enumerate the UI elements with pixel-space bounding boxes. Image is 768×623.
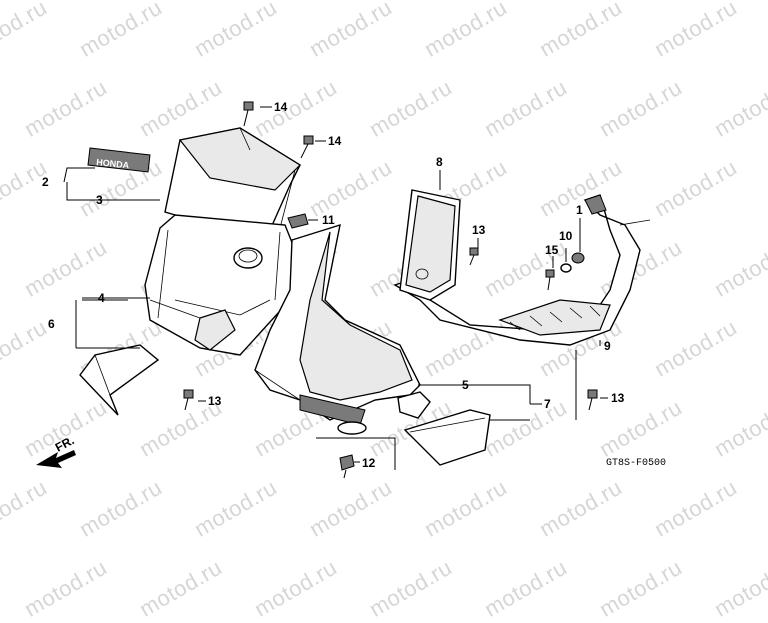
callout-2: 2 bbox=[42, 175, 49, 189]
callout-4: 4 bbox=[98, 291, 105, 305]
callout-14-second: 14 bbox=[328, 134, 342, 148]
leader-lines bbox=[63, 106, 608, 470]
bolt-14-top bbox=[243, 101, 254, 127]
bolt-13-left bbox=[183, 389, 194, 411]
emblem-label: HONDA bbox=[96, 157, 130, 170]
callout-13-mid: 13 bbox=[472, 223, 486, 237]
callout-labels: 14 14 2 3 11 4 6 13 8 13 15 10 1 9 5 7 1… bbox=[42, 100, 625, 470]
panel-eight bbox=[399, 189, 461, 301]
honda-emblem: HONDA bbox=[87, 147, 151, 173]
callout-8: 8 bbox=[436, 155, 443, 169]
parts-diagram: HONDA bbox=[36, 100, 666, 479]
callout-1: 1 bbox=[576, 203, 583, 217]
callout-5: 5 bbox=[462, 378, 469, 392]
callout-7: 7 bbox=[544, 397, 551, 411]
callout-6: 6 bbox=[48, 317, 55, 331]
callout-9: 9 bbox=[604, 339, 611, 353]
front-direction-arrow: FR. bbox=[36, 433, 76, 468]
callout-13-left: 13 bbox=[208, 394, 222, 408]
callout-15: 15 bbox=[545, 243, 559, 257]
bolt-13-right bbox=[587, 389, 598, 411]
clip-eleven bbox=[287, 213, 309, 229]
bolt-14-second bbox=[300, 135, 314, 159]
small-clip-block bbox=[397, 391, 431, 419]
clip-12 bbox=[339, 454, 355, 479]
lower-flap-left bbox=[79, 344, 160, 416]
side-cover-right bbox=[403, 409, 491, 466]
nut-1 bbox=[571, 252, 585, 264]
callout-13-right: 13 bbox=[611, 391, 625, 405]
callout-12: 12 bbox=[362, 456, 376, 470]
inner-cover bbox=[144, 214, 296, 356]
bolt-15 bbox=[545, 269, 555, 291]
front-cover-upper bbox=[164, 127, 301, 231]
washer-10 bbox=[560, 263, 572, 273]
diagram-code: GT8S-F0500 bbox=[606, 458, 666, 469]
leg-shield bbox=[254, 223, 421, 435]
callout-3: 3 bbox=[96, 193, 103, 207]
callout-10: 10 bbox=[559, 229, 573, 243]
bolt-13-mid bbox=[469, 247, 479, 266]
floor-step bbox=[393, 194, 651, 346]
callout-14-top: 14 bbox=[274, 100, 288, 114]
callout-11: 11 bbox=[322, 213, 335, 227]
